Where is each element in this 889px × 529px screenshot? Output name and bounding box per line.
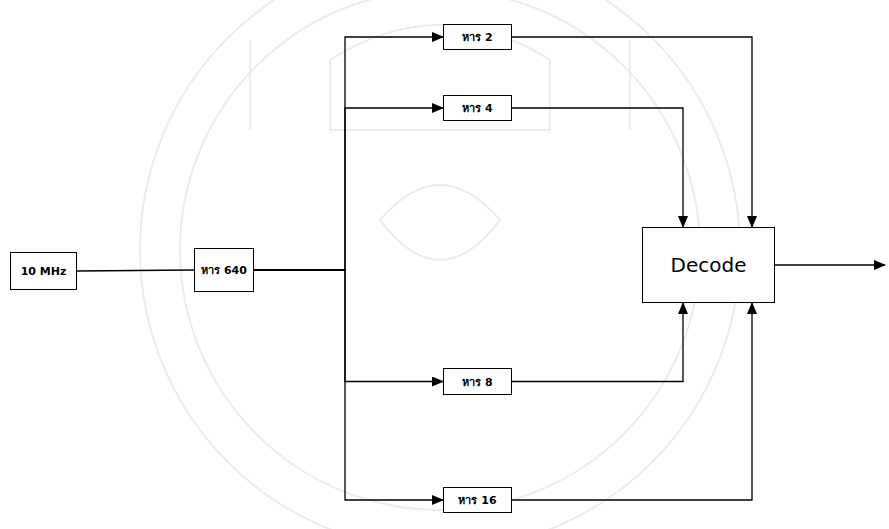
signal-arrow <box>77 270 194 271</box>
signal-arrow <box>512 303 683 382</box>
signal-arrow <box>254 108 443 270</box>
box-label: Decode <box>671 253 747 277</box>
divider-box: หาร 16 <box>443 487 512 513</box>
box-label: หาร 640 <box>201 261 247 279</box>
output-arrow <box>775 264 885 265</box>
divider-box: หาร 4 <box>443 95 512 121</box>
source-box: 10 MHz <box>10 252 77 290</box>
box-label: หาร 16 <box>458 491 496 509</box>
signal-arrow <box>512 108 683 227</box>
divider-box: หาร 2 <box>443 24 512 50</box>
box-label: 10 MHz <box>21 265 67 278</box>
divider-box: หาร 640 <box>194 248 254 292</box>
signal-arrow <box>254 37 443 270</box>
box-label: หาร 2 <box>462 28 492 46</box>
signal-arrow <box>512 37 752 227</box>
divider-box: หาร 8 <box>443 368 512 395</box>
signal-arrow <box>512 303 752 500</box>
signal-arrow <box>254 270 443 500</box>
signal-arrow <box>254 270 443 382</box>
box-label: หาร 4 <box>462 99 492 117</box>
decoder-box: Decode <box>642 227 775 303</box>
box-label: หาร 8 <box>462 373 492 391</box>
